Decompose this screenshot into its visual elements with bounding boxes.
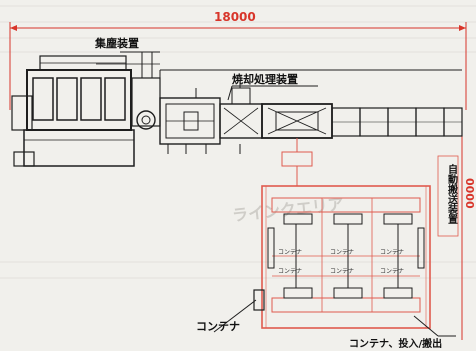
- container-in-out-leader: [413, 315, 456, 337]
- incineration-leader: [227, 85, 318, 101]
- incineration-unit: [159, 69, 463, 154]
- auto-container-label-box: 自動搬送装置: [437, 155, 459, 237]
- right-dimension-label: 0000: [463, 178, 476, 209]
- container-in-out-label: コンテナ、投入/搬出: [349, 337, 442, 350]
- background-bleed: [0, 5, 476, 279]
- right-dimension: 0000: [461, 115, 476, 340]
- container-cells: [267, 213, 425, 299]
- mirrored-heading: ラインクエリア: [231, 194, 344, 225]
- dust-collector: [11, 51, 161, 167]
- container-leader: [213, 299, 257, 333]
- cell-label-2: コンテナ: [330, 249, 354, 256]
- cell-labels: コンテナ コンテナ コンテナ コンテナ コンテナ コンテナ: [278, 249, 404, 275]
- incineration-unit-label: 焼却処理装置: [232, 72, 298, 86]
- overall-length-label: 18000: [214, 10, 256, 24]
- overall-dimension: 18000: [9, 10, 467, 110]
- cell-label-4: コンテナ: [278, 268, 302, 275]
- auto-container-label: 自動搬送装置: [446, 163, 459, 224]
- transfer-connector: [281, 138, 313, 186]
- cell-label-5: コンテナ: [330, 268, 354, 275]
- cell-label-1: コンテナ: [278, 249, 302, 256]
- dust-collector-label: 集塵装置: [94, 36, 139, 50]
- cell-label-6: コンテナ: [380, 268, 404, 275]
- container-box: [253, 289, 265, 311]
- container-label: コンテナ: [196, 320, 240, 333]
- cell-label-3: コンテナ: [380, 249, 404, 256]
